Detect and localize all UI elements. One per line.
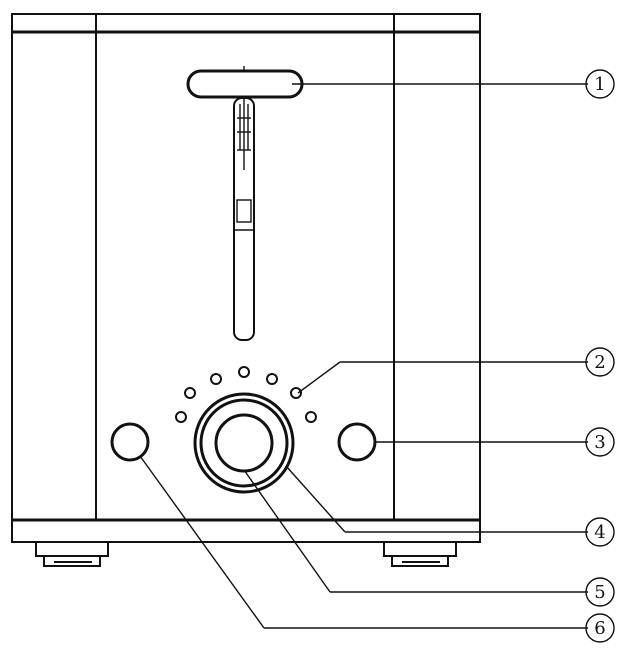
led [210,373,222,385]
right-foot [383,541,457,567]
lever-handle [186,69,304,99]
knob-center [214,413,274,473]
callout-1: 1 [585,69,615,99]
led [175,411,187,423]
led [290,387,302,399]
callout-2: 2 [585,347,615,377]
body-outline [11,13,481,543]
toaster-body [11,13,481,543]
led [238,366,250,378]
led [184,387,196,399]
leader-4 [285,465,346,533]
callout-6: 6 [585,613,615,643]
browning-indicator-leds [175,366,317,423]
browning-control-knob [193,392,295,494]
callout-3: 3 [585,427,615,457]
knob-outer-ring [193,392,295,494]
left-foot [35,541,109,567]
leader-2 [297,361,341,394]
left-button [110,422,150,462]
callout-number: 5 [594,582,605,603]
callout-number: 4 [594,522,605,543]
callout-5: 5 [585,577,615,607]
led [305,411,317,423]
callout-number: 6 [594,618,605,639]
led [266,373,278,385]
leader-6 [139,455,265,629]
knob-inner-ring [199,398,289,488]
callout-4: 4 [585,517,615,547]
leader-lines [139,83,588,629]
leader-5 [243,469,331,593]
callout-number: 2 [594,352,605,373]
callout-number: 3 [594,432,605,453]
callout-number: 1 [594,74,605,95]
right-button [337,422,377,462]
toast-lever [186,66,304,341]
